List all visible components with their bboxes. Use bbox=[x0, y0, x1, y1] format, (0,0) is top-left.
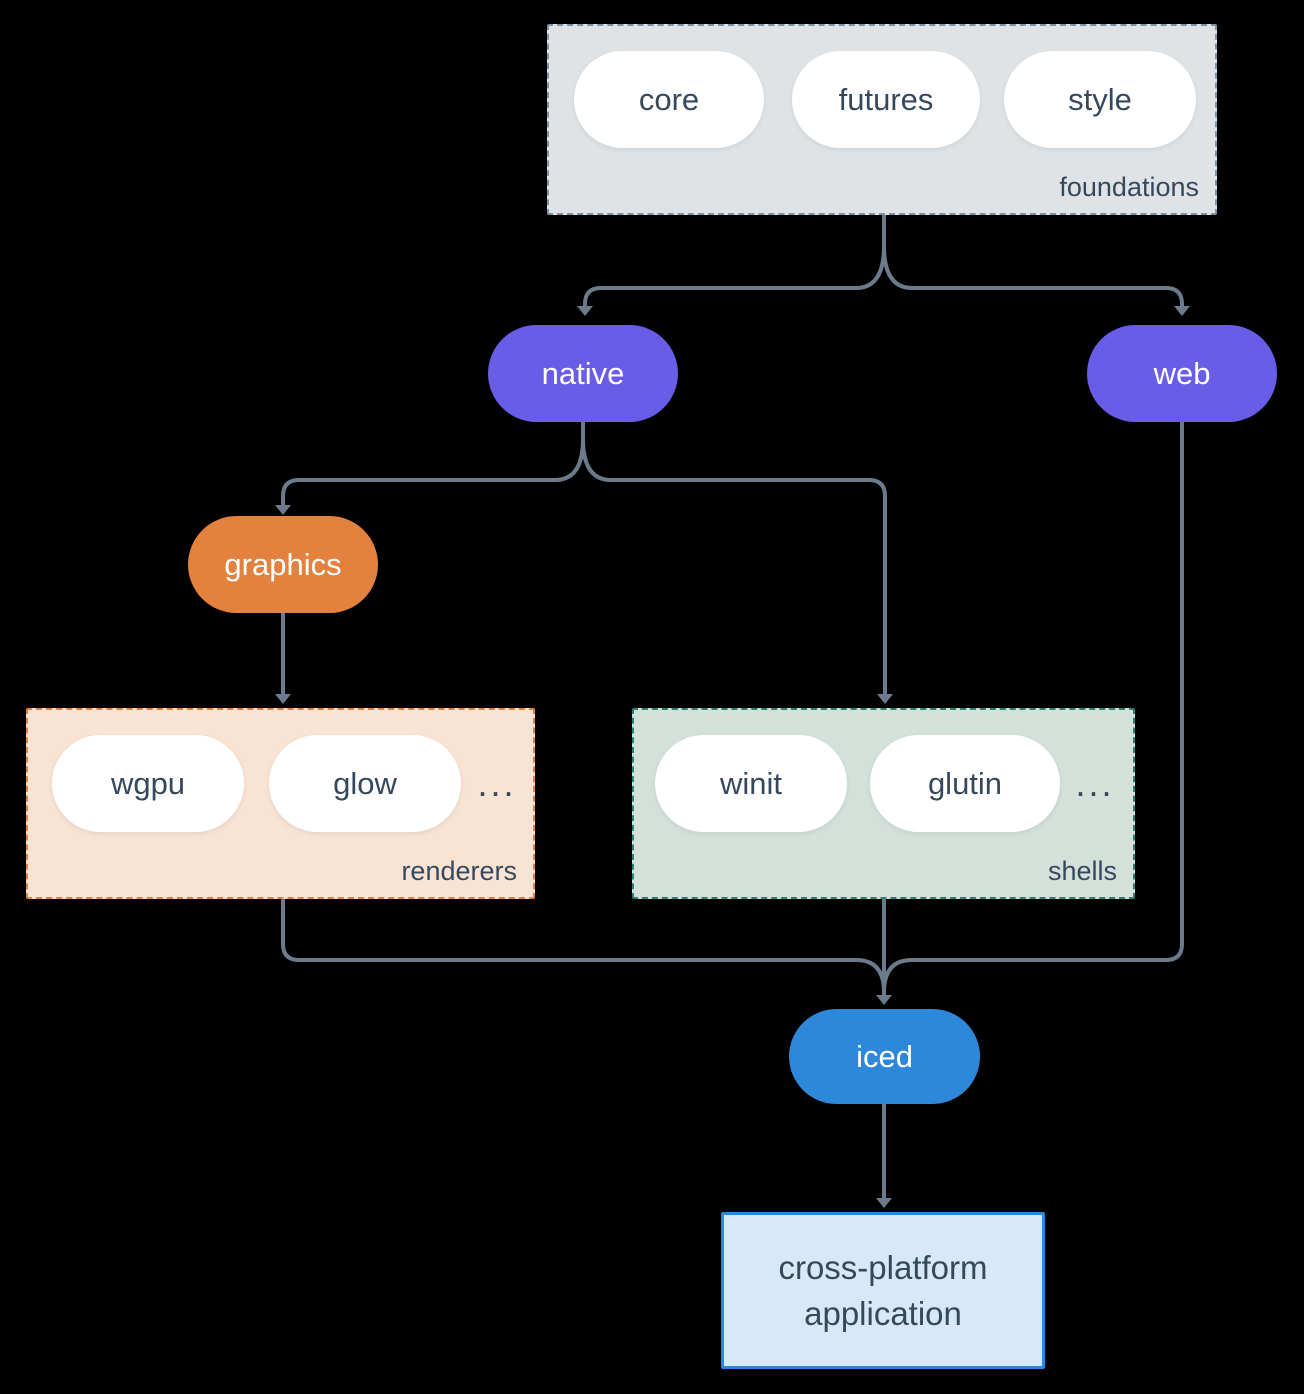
renderers-label: renderers bbox=[401, 856, 517, 886]
winit-pill-label: winit bbox=[719, 765, 782, 801]
wgpu-pill-label: wgpu bbox=[110, 765, 186, 801]
futures-pill: futures bbox=[792, 51, 980, 148]
wgpu-pill: wgpu bbox=[52, 735, 244, 832]
edge-native-graphics bbox=[275, 437, 585, 515]
core-pill: core bbox=[574, 51, 764, 148]
glutin-pill: glutin bbox=[870, 735, 1060, 832]
glutin-pill-label: glutin bbox=[927, 765, 1003, 801]
application-label-line1: cross-platform bbox=[778, 1248, 988, 1286]
style-pill-label: style bbox=[1068, 81, 1132, 117]
native-pill: native bbox=[488, 325, 678, 422]
native-pill-label: native bbox=[541, 355, 625, 391]
edge-foundations-web bbox=[882, 244, 1190, 316]
web-pill: web bbox=[1087, 325, 1277, 422]
winit-pill: winit bbox=[655, 735, 847, 832]
foundations-group: core futures style foundations bbox=[547, 24, 1217, 215]
application-label-line2: application bbox=[804, 1294, 962, 1332]
graphics-pill-label: graphics bbox=[224, 546, 342, 582]
edge-web-iced bbox=[882, 420, 1184, 994]
web-pill-label: web bbox=[1153, 355, 1211, 391]
renderers-ellipsis: ... bbox=[477, 762, 517, 804]
graphics-pill: graphics bbox=[188, 516, 378, 613]
application-node: cross-platform application bbox=[721, 1212, 1045, 1369]
shells-ellipsis: ... bbox=[1075, 762, 1115, 804]
iced-pill: iced bbox=[789, 1009, 980, 1104]
shells-label: shells bbox=[1047, 856, 1117, 886]
edge-foundations-native bbox=[577, 244, 886, 316]
core-pill-label: core bbox=[638, 81, 700, 117]
glow-pill: glow bbox=[269, 735, 461, 832]
edge-native-shells bbox=[581, 437, 893, 704]
style-pill: style bbox=[1004, 51, 1196, 148]
renderers-group: wgpu glow ... renderers bbox=[26, 708, 535, 899]
futures-pill-label: futures bbox=[838, 81, 934, 117]
edge-renderers-iced bbox=[281, 897, 886, 994]
glow-pill-label: glow bbox=[333, 765, 397, 801]
iced-pill-label: iced bbox=[856, 1038, 913, 1074]
foundations-label: foundations bbox=[1059, 172, 1199, 202]
shells-group: winit glutin ... shells bbox=[632, 708, 1135, 899]
